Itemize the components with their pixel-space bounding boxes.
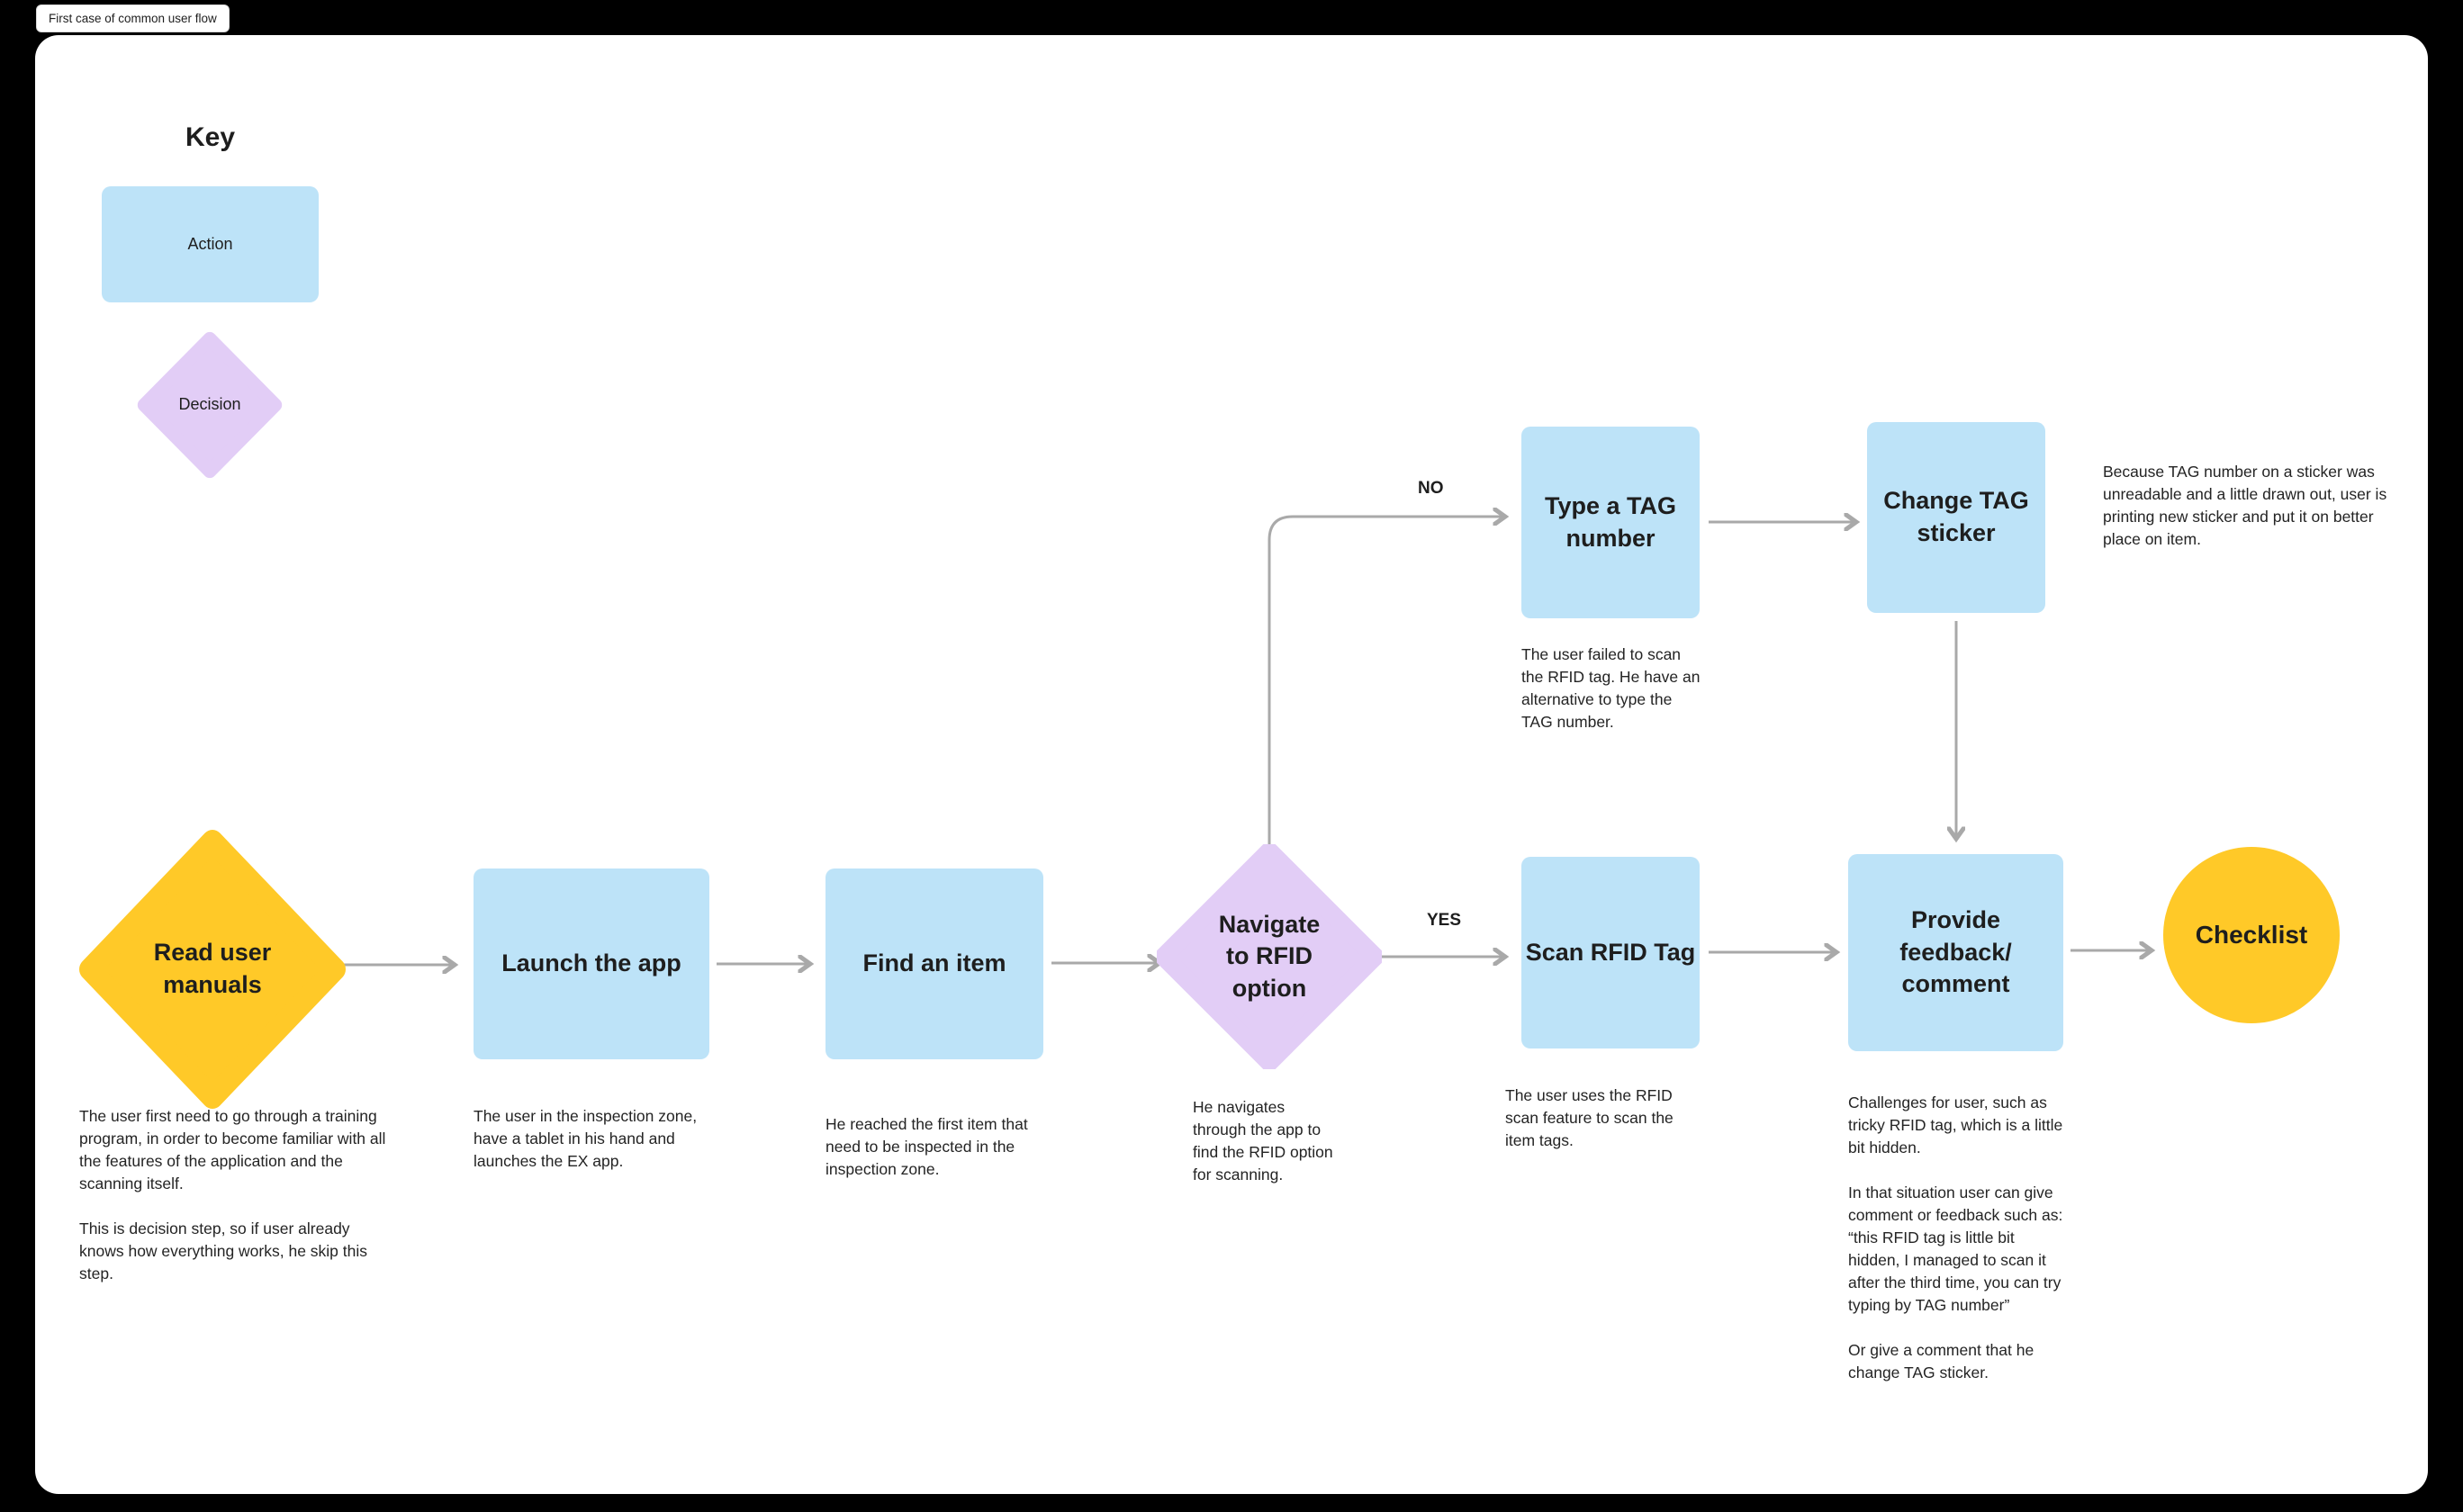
node-navigate-to-rfid-option[interactable]: Navigate to RFID option [1157,844,1382,1069]
canvas-background [35,35,2428,1494]
connector-label-yes: YES [1427,911,1462,930]
key-heading: Key [185,122,236,152]
annotation-provide-feedback: Challenges for user, such as tricky RFID… [1848,1094,2063,1382]
file-name-tab[interactable]: First case of common user flow [36,4,230,32]
diamond-shape-icon [1157,844,1382,1069]
node-find-an-item[interactable]: Find an item [826,868,1043,1059]
node-title: Read user manuals [153,939,272,998]
node-title: Navigate to RFID option [1218,910,1321,1002]
diamond-shape-icon [137,331,283,479]
annotation-type-tag-number: The user failed to scan the RFID tag. He… [1521,645,1701,731]
node-type-a-tag-number[interactable]: Type a TAG number [1521,427,1700,618]
node-title: Scan RFID Tag [1525,938,1696,966]
node-provide-feedback-comment[interactable]: Provide feedback/ comment [1848,854,2063,1051]
key-decision-label: Decision [178,395,241,414]
key-action-shape[interactable]: Action [102,186,319,302]
key-decision-shape[interactable]: Decision [137,331,283,479]
annotation-find-an-item: He reached the first item that need to b… [826,1115,1028,1178]
node-scan-rfid-tag[interactable]: Scan RFID Tag [1521,857,1700,1048]
node-title: Checklist [2195,920,2308,949]
node-title: Change TAG sticker [1883,487,2029,546]
node-read-user-manuals[interactable]: Read user manuals [79,830,346,1109]
node-change-tag-sticker[interactable]: Change TAG sticker [1867,422,2045,613]
node-title: Find an item [862,950,1006,977]
node-title: Launch the app [501,950,681,977]
annotation-scan-rfid: The user uses the RFID scan feature to s… [1505,1086,1674,1149]
annotation-navigate-rfid: He navigates through the app to find the… [1193,1098,1333,1184]
diamond-shape-icon [79,830,346,1109]
node-title: Type a TAG number [1544,491,1677,552]
key-action-label: Action [187,234,233,253]
node-checklist[interactable]: Checklist [2163,847,2340,1023]
annotation-read-user-manuals: The user first need to go through a trai… [79,1107,386,1282]
node-launch-the-app[interactable]: Launch the app [474,868,709,1059]
annotation-change-tag-sticker: Because TAG number on a sticker was unre… [2103,463,2387,548]
annotation-launch-the-app: The user in the inspection zone, have a … [474,1107,698,1170]
node-title: Provide feedback/ comment [1899,906,2012,998]
connector-label-no: NO [1418,479,1444,498]
